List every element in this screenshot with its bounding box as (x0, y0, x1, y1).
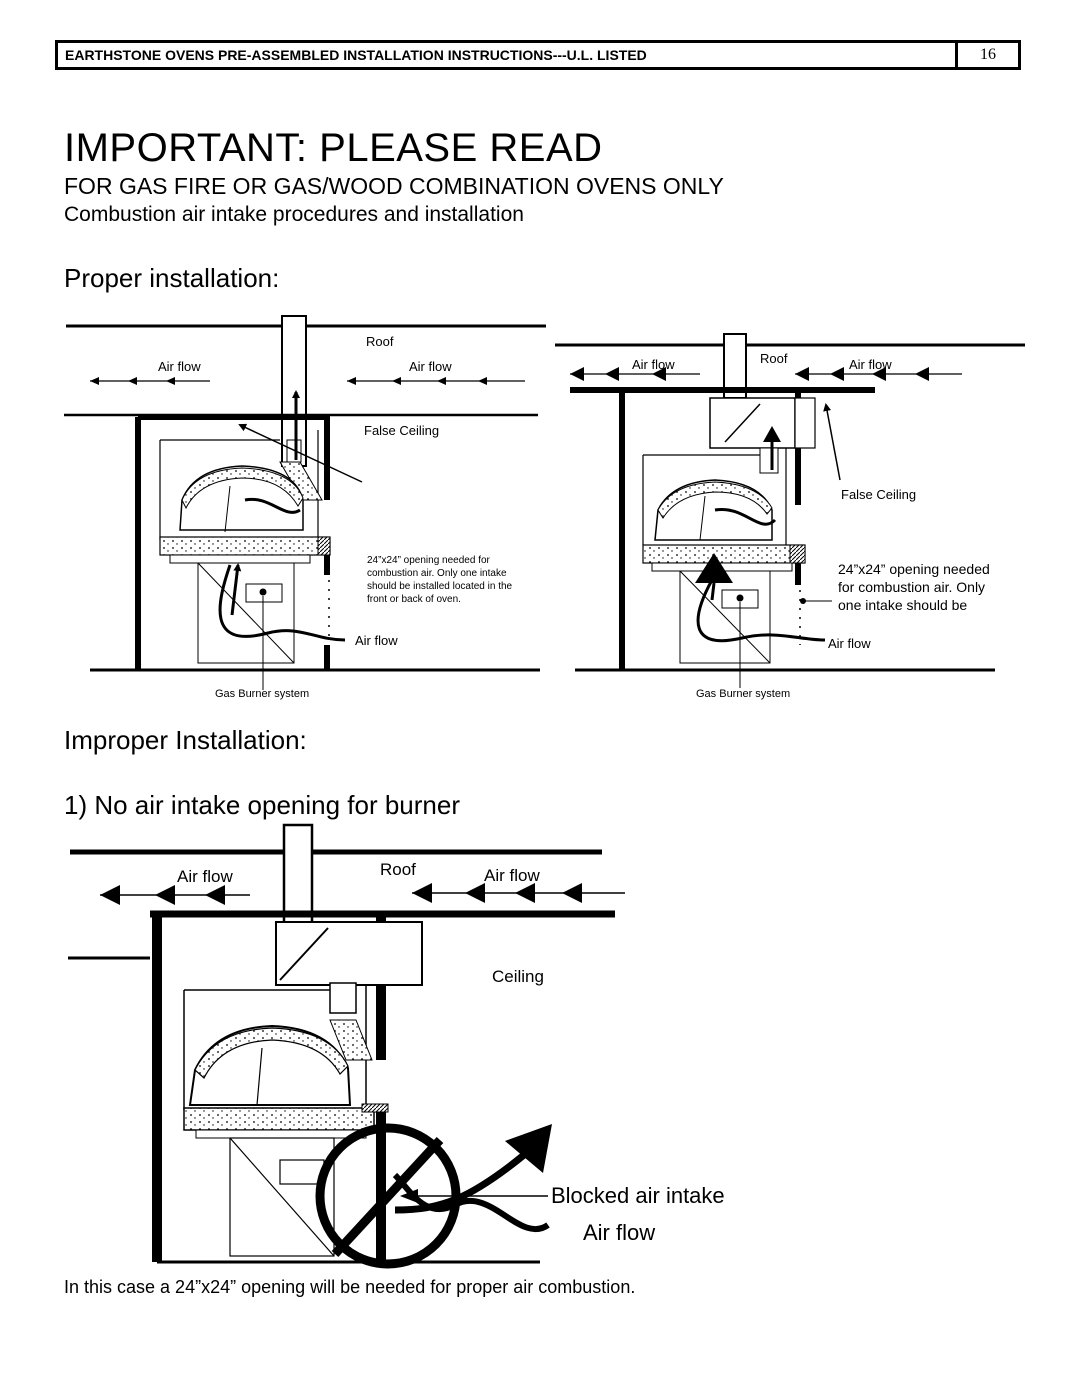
header-title: EARTHSTONE OVENS PRE-ASSEMBLED INSTALLAT… (65, 47, 647, 63)
airflow-label-left: Air flow (632, 357, 675, 372)
airflow-label-bottom: Air flow (355, 633, 398, 648)
page-number: 16 (955, 43, 1018, 67)
opening-note-line: 24”x24” opening needed for (367, 555, 491, 566)
opening-note-line: 24”x24” opening needed (838, 561, 990, 577)
airflow-label-bottom: Air flow (583, 1220, 655, 1245)
opening-note-line: front or back of oven. (367, 594, 461, 605)
airflow-label-right: Air flow (409, 359, 452, 374)
false-ceiling-label: False Ceiling (364, 423, 439, 438)
footer-note: In this case a 24”x24” opening will be n… (64, 1277, 636, 1297)
false-ceiling-label: False Ceiling (841, 487, 916, 502)
gas-burner-label: Gas Burner system (696, 688, 790, 700)
page-subtitle-2: Combustion air intake procedures and ins… (64, 203, 524, 226)
opening-note-line: combustion air. Only one intake (367, 568, 507, 579)
airflow-label-left: Air flow (158, 359, 201, 374)
roof-label: Roof (380, 860, 416, 879)
airflow-label-bottom: Air flow (828, 636, 871, 651)
airflow-label-left: Air flow (177, 867, 233, 886)
proper-installation-heading: Proper installation: (64, 263, 280, 293)
airflow-label-right: Air flow (849, 357, 892, 372)
improper-installation-heading: Improper Installation: (64, 725, 307, 755)
airflow-label-right: Air flow (484, 866, 540, 885)
page-subtitle: FOR GAS FIRE OR GAS/WOOD COMBINATION OVE… (64, 173, 724, 199)
ceiling-label: Ceiling (492, 967, 544, 986)
opening-note-line: for combustion air. Only (838, 579, 985, 595)
page-title: IMPORTANT: PLEASE READ (64, 126, 603, 170)
opening-note-line: should be installed located in the (367, 581, 513, 592)
blocked-air-intake-label: Blocked air intake (551, 1183, 725, 1208)
roof-label: Roof (366, 334, 394, 349)
opening-note-line: one intake should be (838, 597, 967, 613)
no-air-intake-heading: 1) No air intake opening for burner (64, 790, 461, 820)
page-header: EARTHSTONE OVENS PRE-ASSEMBLED INSTALLAT… (55, 40, 1021, 70)
gas-burner-label: Gas Burner system (215, 688, 309, 700)
roof-label: Roof (760, 351, 788, 366)
